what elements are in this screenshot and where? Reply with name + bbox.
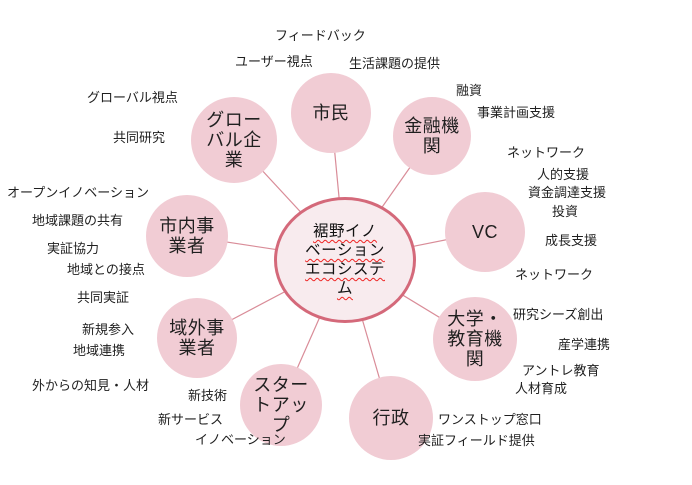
annotation-network-financial: ネットワーク [507, 145, 586, 160]
annotation-global-perspective: グローバル視点 [87, 90, 178, 105]
node-vc-label: VC [471, 222, 498, 242]
center-node-label: 裾野イノ ベーション エコシステ ム [304, 223, 385, 297]
annotation-new-technology: 新技術 [188, 388, 228, 403]
annotation-joint-research: 共同研究 [113, 130, 166, 145]
node-outside-business-label: 域外事 業者 [169, 318, 225, 358]
annotation-outside-knowledge-talent: 外からの知見・人材 [32, 378, 150, 393]
annotation-feedback: フィードバック [275, 28, 366, 43]
annotation-new-entry: 新規参入 [82, 322, 135, 337]
node-government-label: 行政 [372, 408, 410, 428]
annotation-talent-development: 人材育成 [515, 381, 568, 396]
node-financial-institutions: 金融機 関 [393, 97, 471, 175]
annotation-joint-demonstration: 共同実証 [77, 290, 130, 305]
node-citizens-label: 市民 [312, 103, 350, 123]
annotation-regional-contact: 地域との接点 [67, 262, 145, 277]
annotation-regional-collaboration: 地域連携 [73, 343, 126, 358]
node-city-business: 市内事 業者 [146, 195, 228, 277]
node-startup-label: スター トアッ プ [253, 375, 309, 435]
annotation-demonstration-cooperation: 実証協力 [47, 241, 100, 256]
node-startup: スター トアッ プ [240, 364, 322, 446]
annotation-user-perspective: ユーザー視点 [235, 54, 313, 69]
center-node-ecosystem: 裾野イノ ベーション エコシステ ム [274, 197, 416, 323]
annotation-network-vc: ネットワーク [515, 267, 594, 282]
annotation-one-stop-window: ワンストップ窓口 [438, 412, 542, 427]
node-vc: VC [445, 192, 525, 272]
annotation-fundraising-support: 資金調達支援 [528, 185, 607, 200]
annotation-regional-issues-sharing: 地域課題の共有 [32, 213, 124, 228]
annotation-innovation-startup: イノベーション [195, 432, 286, 447]
annotation-demonstration-field-provision: 実証フィールド提供 [418, 433, 535, 448]
node-global-company-label: グロー バル企 業 [206, 110, 262, 170]
annotation-loans: 融資 [456, 83, 483, 98]
annotation-open-innovation: オープンイノベーション [7, 185, 149, 200]
annotation-industry-academia-collaboration: 産学連携 [558, 337, 611, 352]
node-government: 行政 [349, 376, 433, 460]
annotation-investment: 投資 [552, 204, 579, 219]
annotation-life-issues-provision: 生活課題の提供 [349, 56, 441, 71]
node-city-business-label: 市内事 業者 [159, 216, 215, 256]
node-outside-business: 域外事 業者 [157, 298, 237, 378]
node-global-company: グロー バル企 業 [191, 97, 277, 183]
node-financial-institutions-label: 金融機 関 [404, 116, 460, 156]
annotation-entrepreneurship-education: アントレ教育 [522, 363, 600, 378]
annotation-business-plan-support: 事業計画支援 [477, 105, 556, 120]
annotation-human-support: 人的支援 [537, 167, 590, 182]
node-university-education-label: 大学・ 教育機 関 [447, 309, 503, 369]
node-university-education: 大学・ 教育機 関 [433, 297, 517, 381]
annotation-new-services: 新サービス [158, 412, 224, 427]
annotation-growth-support: 成長支援 [545, 233, 598, 248]
node-citizens: 市民 [291, 73, 371, 153]
annotation-research-seeds-creation: 研究シーズ創出 [513, 307, 604, 322]
